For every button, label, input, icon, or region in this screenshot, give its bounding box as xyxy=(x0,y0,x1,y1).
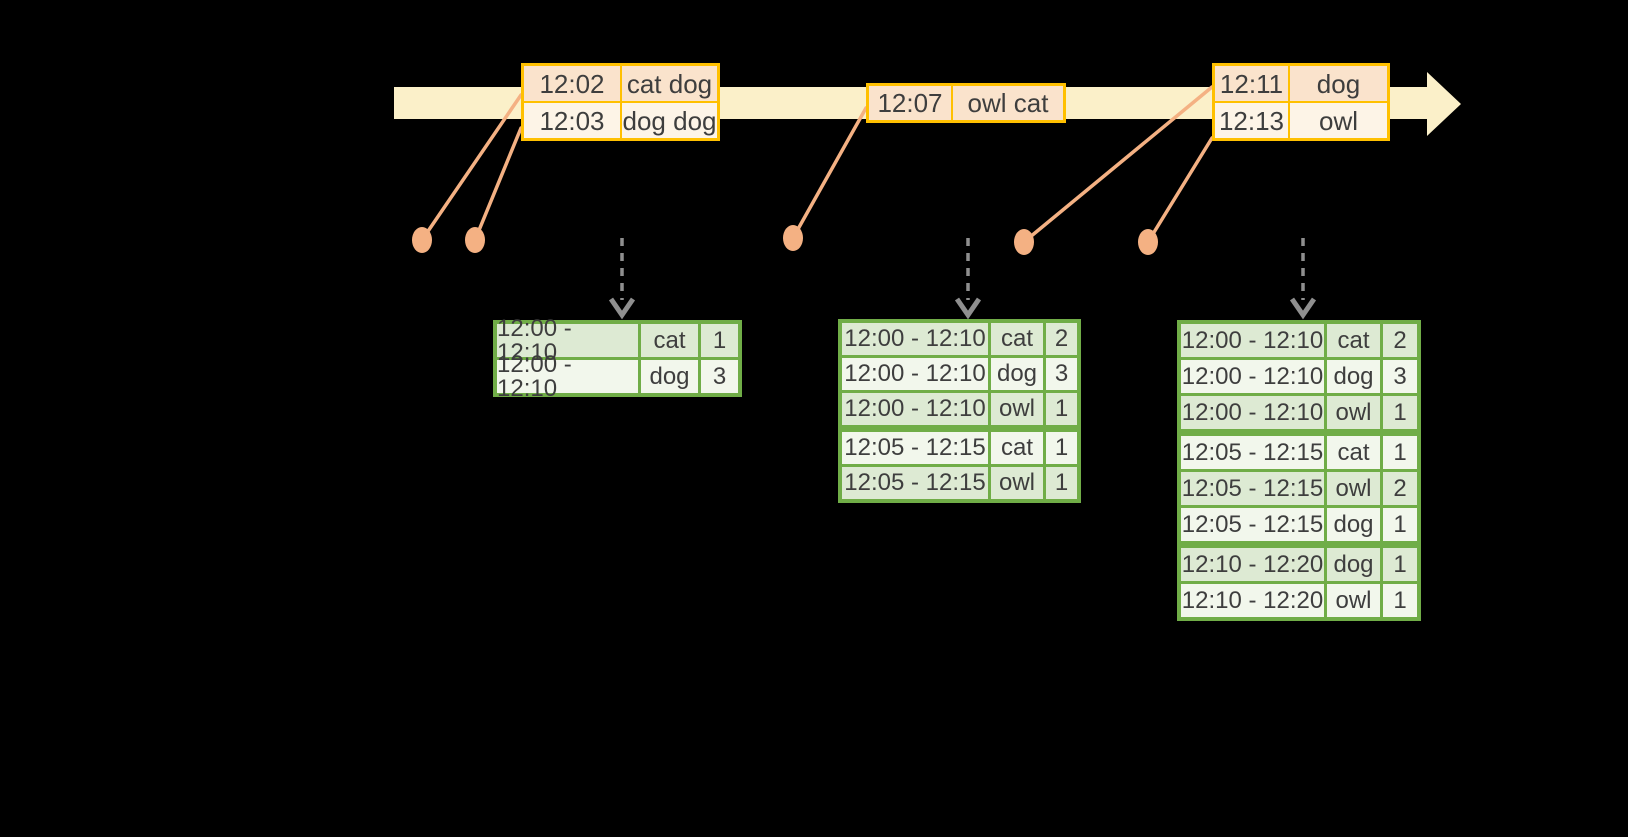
result-window: 12:00 - 12:10 xyxy=(1181,362,1324,390)
result-table-1: 12:00 - 12:10 cat 1 12:00 - 12:10 dog 3 xyxy=(493,316,742,402)
result-word: cat xyxy=(1324,436,1380,469)
result-window: 12:00 - 12:10 xyxy=(844,395,986,422)
result-word: cat xyxy=(638,324,698,357)
event-words: cat dog xyxy=(620,66,717,101)
event-row: 12:03 dog dog xyxy=(524,101,717,138)
result-row: 12:00 - 12:10 owl 1 xyxy=(1181,393,1417,429)
result-word: dog xyxy=(988,358,1043,390)
event-time: 12:02 xyxy=(539,68,605,99)
result-count: 1 xyxy=(1380,508,1417,541)
event-words: owl xyxy=(1288,103,1387,138)
result-row: 12:05 - 12:15 owl 2 xyxy=(1181,469,1417,505)
event-dot xyxy=(1138,229,1158,255)
result-count: 1 xyxy=(1043,432,1077,464)
result-count: 3 xyxy=(1043,358,1077,390)
result-window: 12:05 - 12:15 xyxy=(1181,474,1324,502)
result-row: 12:10 - 12:20 dog 1 xyxy=(1181,541,1417,581)
event-table-2: 12:07 owl cat xyxy=(866,83,1066,123)
result-word: dog xyxy=(1324,548,1380,581)
result-count: 2 xyxy=(1380,324,1417,357)
result-window: 12:00 - 12:10 xyxy=(497,350,572,402)
event-dot xyxy=(465,227,485,253)
event-table-3: 12:11 dog 12:13 owl xyxy=(1212,63,1390,141)
result-row: 12:05 - 12:15 dog 1 xyxy=(1181,505,1417,541)
result-word: cat xyxy=(988,432,1043,464)
result-word: owl xyxy=(1324,472,1380,505)
event-row: 12:02 cat dog xyxy=(524,66,717,101)
timeline-arrowhead-icon xyxy=(1427,72,1461,136)
result-count: 1 xyxy=(698,324,738,357)
result-count: 1 xyxy=(1380,436,1417,469)
result-row: 12:05 - 12:15 owl 1 xyxy=(842,464,1077,499)
result-count: 1 xyxy=(1043,393,1077,425)
result-count: 3 xyxy=(1380,360,1417,393)
event-table-1: 12:02 cat dog 12:03 dog dog xyxy=(521,63,720,141)
result-count: 2 xyxy=(1043,323,1077,355)
result-window: 12:10 - 12:20 xyxy=(1181,586,1324,614)
result-row: 12:05 - 12:15 cat 1 xyxy=(842,425,1077,464)
result-count: 1 xyxy=(1380,548,1417,581)
result-count: 1 xyxy=(1380,396,1417,429)
result-count: 1 xyxy=(1043,467,1077,499)
result-row: 12:00 - 12:10 dog 3 xyxy=(497,350,738,402)
result-word: owl xyxy=(988,467,1043,499)
trigger-arrowhead-icon xyxy=(954,297,982,320)
result-row: 12:00 - 12:10 cat 2 xyxy=(842,323,1077,355)
result-window: 12:05 - 12:15 xyxy=(844,434,986,461)
event-words: dog dog xyxy=(620,103,717,138)
result-window: 12:00 - 12:10 xyxy=(1181,398,1324,426)
event-connector-line xyxy=(791,106,868,240)
trigger-arrowhead-icon xyxy=(1289,297,1317,320)
result-table-2: 12:00 - 12:10 cat 2 12:00 - 12:10 dog 3 … xyxy=(838,319,1081,503)
result-window: 12:05 - 12:15 xyxy=(844,469,986,496)
result-count: 3 xyxy=(698,360,738,393)
event-connector-line xyxy=(420,93,523,242)
result-table-3: 12:00 - 12:10 cat 2 12:00 - 12:10 dog 3 … xyxy=(1177,320,1421,621)
event-words: dog xyxy=(1288,66,1387,101)
event-time: 12:03 xyxy=(539,105,605,136)
result-row: 12:05 - 12:15 cat 1 xyxy=(1181,429,1417,469)
result-window: 12:10 - 12:20 xyxy=(1181,550,1324,578)
event-dot xyxy=(412,227,432,253)
result-word: dog xyxy=(1324,360,1380,393)
result-word: cat xyxy=(988,323,1043,355)
event-connector-line xyxy=(473,126,523,242)
event-row: 12:11 dog xyxy=(1215,66,1387,101)
result-count: 1 xyxy=(1380,584,1417,617)
result-word: owl xyxy=(1324,396,1380,429)
event-dot xyxy=(1014,229,1034,255)
event-dot xyxy=(783,225,803,251)
result-window: 12:05 - 12:15 xyxy=(1181,510,1324,538)
result-row: 12:00 - 12:10 owl 1 xyxy=(842,390,1077,425)
event-time: 12:11 xyxy=(1219,68,1284,99)
result-window: 12:00 - 12:10 xyxy=(844,360,986,387)
event-time: 12:07 xyxy=(877,88,943,118)
event-row: 12:13 owl xyxy=(1215,101,1387,138)
result-row: 12:00 - 12:10 dog 3 xyxy=(842,355,1077,390)
event-connector-line xyxy=(1022,85,1214,244)
event-connector-line xyxy=(1146,136,1214,244)
result-window: 12:00 - 12:10 xyxy=(1181,326,1324,354)
result-row: 12:00 - 12:10 dog 3 xyxy=(1181,357,1417,393)
event-row: 12:07 owl cat xyxy=(869,86,1063,120)
result-word: dog xyxy=(1324,508,1380,541)
result-row: 12:00 - 12:10 cat 1 xyxy=(497,316,738,364)
event-time: 12:13 xyxy=(1218,105,1285,136)
result-window: 12:00 - 12:10 xyxy=(844,325,986,352)
result-word: owl xyxy=(988,393,1043,425)
result-row: 12:10 - 12:20 owl 1 xyxy=(1181,581,1417,617)
result-word: dog xyxy=(638,360,698,393)
result-word: cat xyxy=(1324,324,1380,357)
result-count: 2 xyxy=(1380,472,1417,505)
result-word: owl xyxy=(1324,584,1380,617)
event-words: owl cat xyxy=(951,86,1063,120)
result-row: 12:00 - 12:10 cat 2 xyxy=(1181,324,1417,357)
result-window: 12:05 - 12:15 xyxy=(1181,438,1324,466)
trigger-arrowhead-icon xyxy=(608,297,636,320)
